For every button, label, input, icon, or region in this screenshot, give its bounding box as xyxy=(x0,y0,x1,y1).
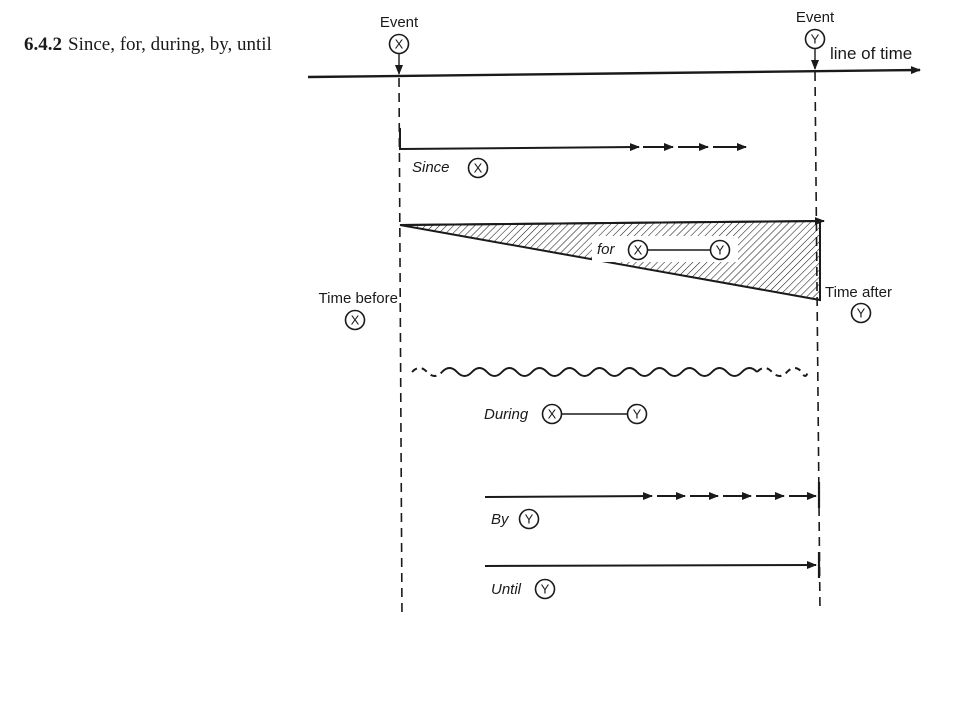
section-number: 6.4.2 xyxy=(24,34,62,55)
time-before-symbol: X xyxy=(351,313,360,328)
by-label: By xyxy=(491,511,510,528)
until-arrow xyxy=(484,552,821,578)
during-wave xyxy=(441,367,758,377)
event-y-marker: Y xyxy=(804,28,826,50)
during-from-symbol: X xyxy=(548,407,557,422)
for-y-marker: Y xyxy=(709,239,731,261)
event-x-marker: X xyxy=(388,33,410,55)
event-x-symbol: X xyxy=(395,37,404,52)
for-from-symbol: X xyxy=(634,243,643,258)
time-axis xyxy=(307,66,921,79)
until-symbol: Y xyxy=(541,582,550,597)
for-top-arrow xyxy=(399,217,825,226)
since-x-marker: X xyxy=(467,157,489,179)
during-wave-end xyxy=(756,367,809,377)
time-axis-label: line of time xyxy=(830,44,912,63)
time-after-symbol: Y xyxy=(857,306,866,321)
by-symbol: Y xyxy=(525,512,534,527)
event-x-guide xyxy=(398,77,403,619)
event-y-label: Event xyxy=(796,9,835,26)
since-arrow xyxy=(399,128,747,152)
section-heading: 6.4.2 Since, for, during, by, until xyxy=(24,34,294,55)
during-x-marker: X xyxy=(541,403,563,425)
by-arrow xyxy=(484,482,821,508)
for-to-symbol: Y xyxy=(716,243,725,258)
during-y-marker: Y xyxy=(626,403,648,425)
during-label: During xyxy=(484,406,529,423)
section-title: Since, for, during, by, until xyxy=(68,34,272,55)
event-y-symbol: Y xyxy=(811,32,820,47)
time-before-x-marker: X xyxy=(344,309,366,331)
for-label: for xyxy=(597,241,616,258)
during-to-symbol: Y xyxy=(633,407,642,422)
since-label: Since xyxy=(412,159,450,176)
event-y-guide xyxy=(814,71,821,613)
event-x-label: Event xyxy=(380,14,419,31)
time-after-y-marker: Y xyxy=(850,302,872,324)
for-x-marker: X xyxy=(627,239,649,261)
time-after-label: Time after xyxy=(825,284,892,301)
until-label: Until xyxy=(491,581,522,598)
during-wave-start xyxy=(411,367,443,377)
by-y-marker: Y xyxy=(518,508,540,530)
time-before-label: Time before xyxy=(319,290,398,307)
until-y-marker: Y xyxy=(534,578,556,600)
since-symbol: X xyxy=(474,161,483,176)
